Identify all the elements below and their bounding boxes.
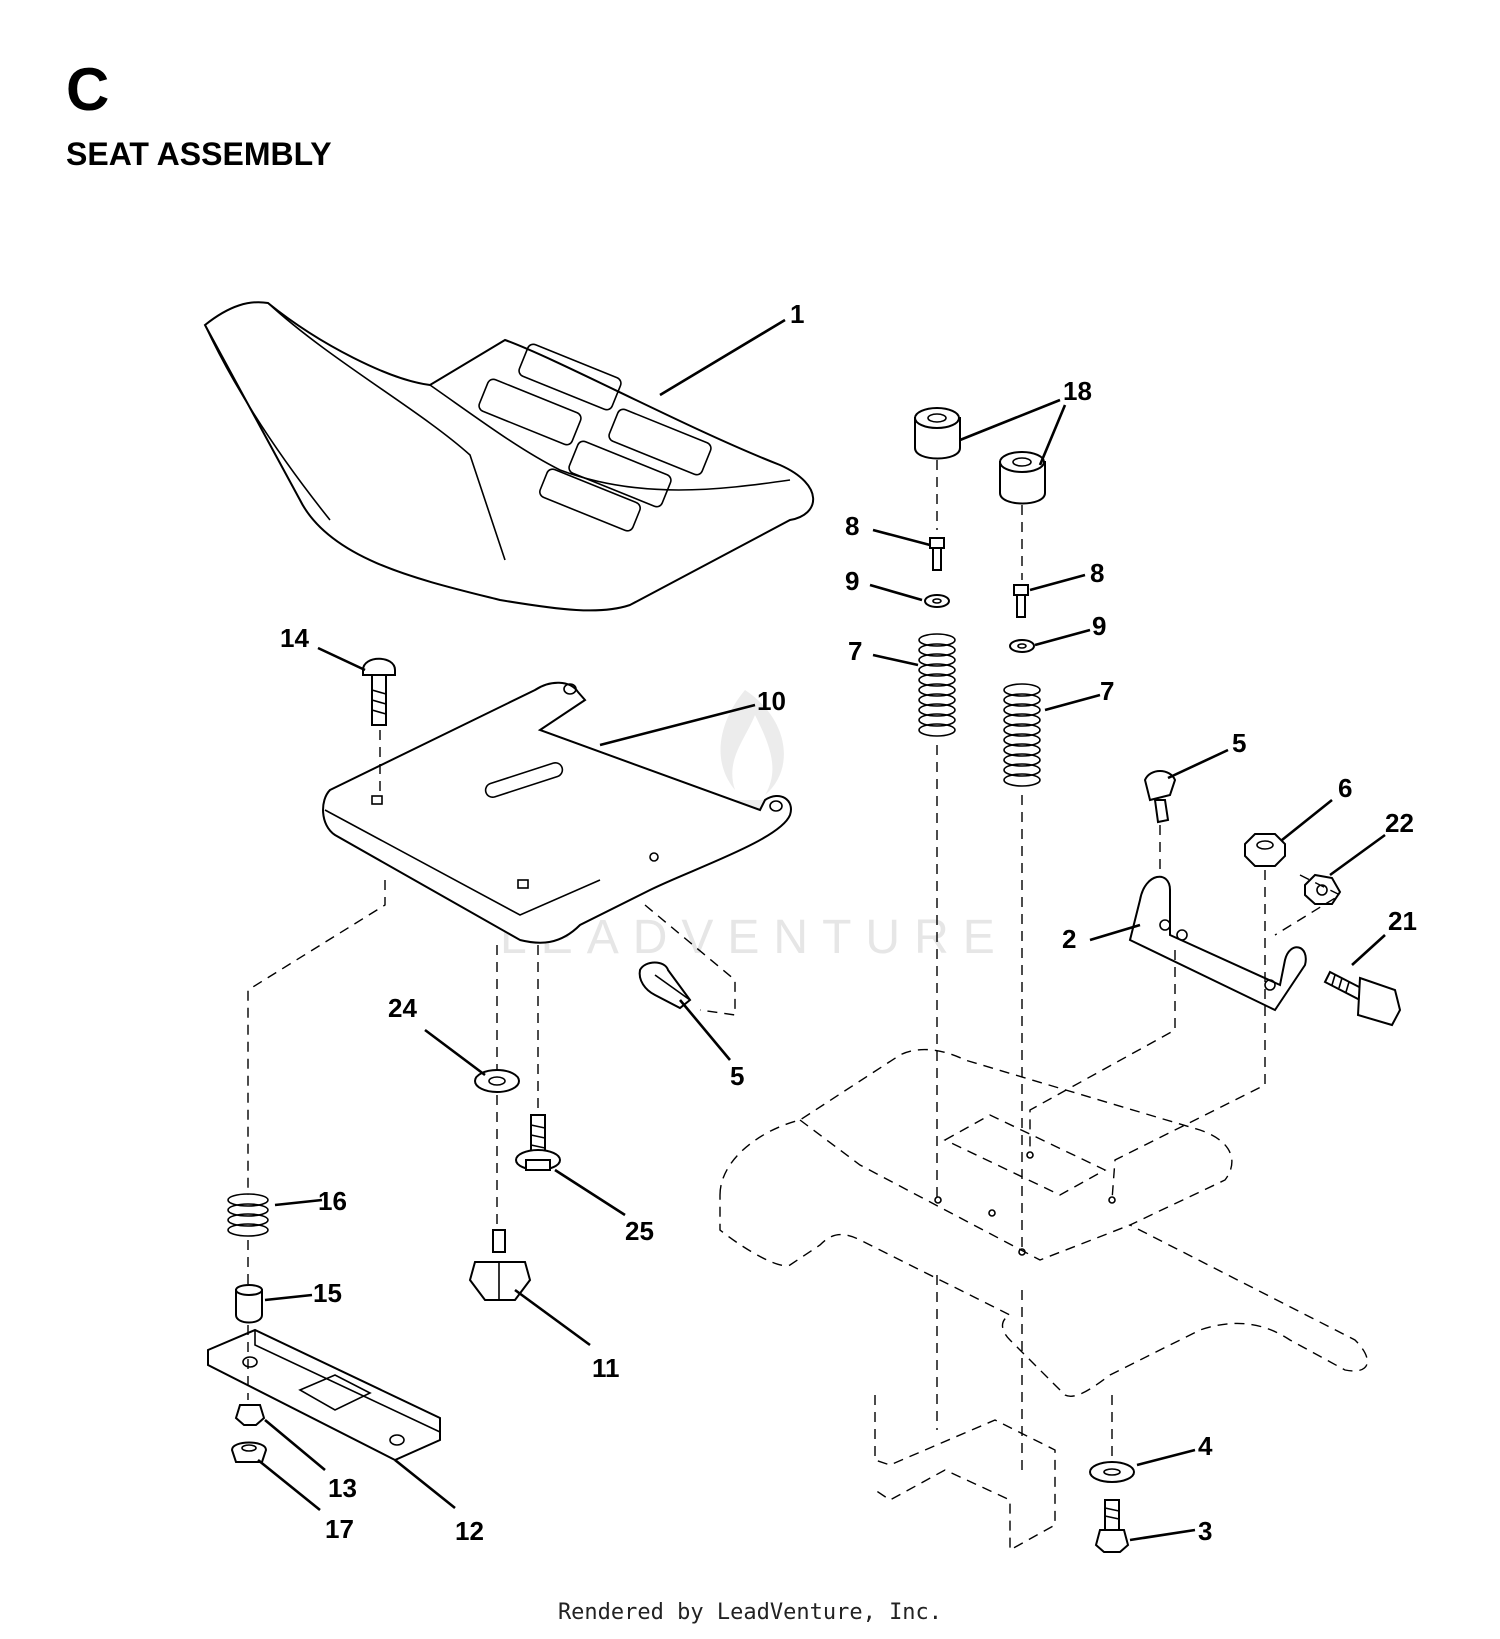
- callout-14: 14: [280, 623, 309, 653]
- hex-bolt-parts: [1089, 1461, 1135, 1553]
- callout-13: 13: [328, 1473, 357, 1503]
- callout-10: 10: [757, 686, 786, 716]
- callout-6: 6: [1338, 773, 1352, 803]
- adjustment-knob-part: [468, 1229, 532, 1301]
- callout-1: 1: [790, 299, 804, 329]
- adjustment-plate-part: [207, 1328, 441, 1462]
- callout-18: 18: [1063, 376, 1092, 406]
- callout-22: 22: [1385, 808, 1414, 838]
- spacer-parts: [914, 407, 1046, 505]
- spring-stack-parts: [918, 537, 1041, 787]
- callout-21: 21: [1388, 906, 1417, 936]
- callout-16: 16: [318, 1186, 347, 1216]
- shoulder-bolt-part: [1323, 970, 1402, 1027]
- mounting-bracket-part: [1128, 875, 1307, 1012]
- callout-5-right: 5: [1232, 728, 1246, 758]
- tractor-frame-reference: [719, 1048, 1368, 1552]
- callout-7-right: 7: [1100, 676, 1114, 706]
- callout-2: 2: [1062, 924, 1076, 954]
- render-credit: Rendered by LeadVenture, Inc.: [557, 1600, 943, 1625]
- nut-parts: [1244, 833, 1342, 905]
- callout-3: 3: [1198, 1516, 1212, 1546]
- callout-25: 25: [625, 1216, 654, 1246]
- carriage-bolt-part: [362, 657, 396, 726]
- diagram-title: SEAT ASSEMBLY: [66, 136, 332, 172]
- callout-7-left: 7: [848, 636, 862, 666]
- small-spring-part: [227, 1193, 269, 1237]
- flange-bolt-part: [515, 1114, 561, 1171]
- callout-5-left: 5: [730, 1061, 744, 1091]
- callout-8-left: 8: [845, 511, 859, 541]
- callout-12: 12: [455, 1516, 484, 1546]
- callout-8-right: 8: [1090, 558, 1104, 588]
- section-letter: C: [66, 56, 110, 123]
- leader-lines: [257, 318, 1386, 1542]
- callout-labels: 1 18 8 8 9 9 7 7 14 10 5 5 6 22 2 21 24 …: [280, 299, 1417, 1546]
- seat-part: [203, 301, 815, 612]
- callout-11: 11: [592, 1353, 620, 1383]
- callout-9-right: 9: [1092, 611, 1106, 641]
- seat-pan-part: [322, 681, 792, 944]
- callout-4: 4: [1198, 1431, 1213, 1461]
- callout-15: 15: [313, 1278, 342, 1308]
- callout-9-left: 9: [845, 566, 859, 596]
- callout-24: 24: [388, 993, 417, 1023]
- callout-17: 17: [325, 1514, 354, 1544]
- alignment-lines: [247, 460, 1342, 1470]
- bushing-part: [235, 1284, 263, 1324]
- flange-nut-parts: [230, 1404, 268, 1463]
